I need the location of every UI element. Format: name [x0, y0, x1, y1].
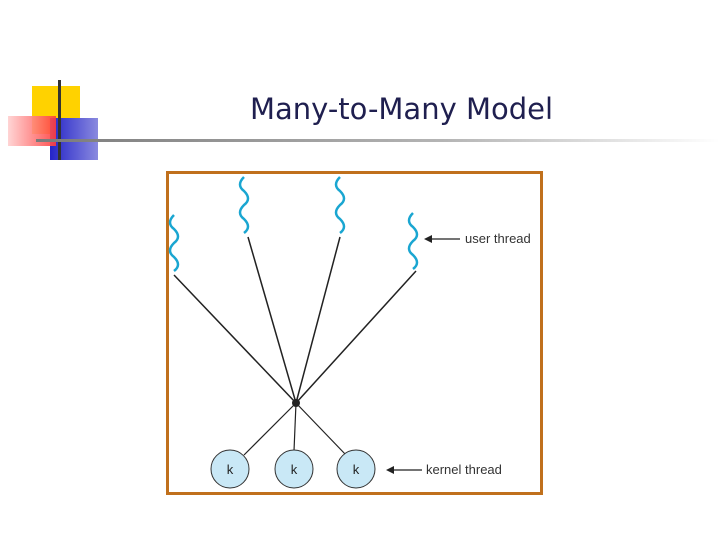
- page-title: Many-to-Many Model: [250, 92, 554, 126]
- kernel-label-3: k: [353, 462, 360, 477]
- user-thread-1: [168, 214, 180, 272]
- kernel-line-3: [295, 402, 347, 456]
- user-thread-3: [334, 176, 346, 234]
- kernel-thread-1: [210, 449, 250, 489]
- kernel-thread-2: [274, 449, 314, 489]
- slide-logo: [8, 80, 720, 160]
- logo-vertical-bar: [58, 80, 61, 160]
- user-thread-2: [238, 176, 250, 234]
- kernel-line-1: [243, 402, 297, 456]
- kernel-thread-label: kernel thread: [426, 462, 502, 477]
- user-thread-4: [407, 212, 419, 270]
- kernel-thread-3: [336, 449, 376, 489]
- diagram-frame: [166, 171, 543, 495]
- user-thread-label: user thread: [465, 231, 531, 246]
- kernel-line-2: [293, 402, 297, 452]
- kernel-label-2: k: [291, 462, 298, 477]
- kernel-label-1: k: [227, 462, 234, 477]
- mapping-line-1: [173, 274, 297, 404]
- kernel-thread-arrowhead: [386, 466, 394, 474]
- mapping-line-2: [247, 236, 297, 404]
- user-thread-arrowhead: [424, 235, 432, 243]
- many-to-many-diagram: k k k user thread kernel thread: [168, 176, 531, 489]
- mapping-line-4: [295, 270, 417, 404]
- mapping-line-3: [295, 236, 341, 404]
- title-underline: [36, 139, 720, 142]
